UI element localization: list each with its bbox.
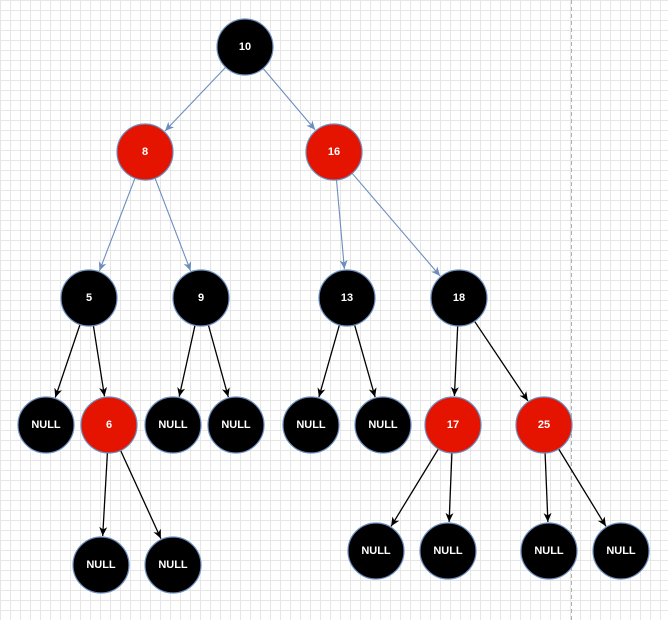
edge-n18-n17: [450, 325, 459, 397]
node-circle-null25l: [520, 522, 578, 580]
node-circle-n17: [424, 396, 482, 454]
node-circle-n6: [80, 396, 138, 454]
node-circle-null17r: [419, 522, 477, 580]
edge-n16-n13: [335, 179, 348, 270]
node-label-null13r: NULL: [368, 419, 398, 431]
node-n18: 18: [430, 269, 488, 327]
edge-n16-n18: [351, 172, 441, 277]
edge-n8-n9: [154, 177, 192, 272]
node-n13: 13: [318, 269, 376, 327]
node-label-n8: 8: [142, 146, 148, 158]
edge-n10-n16: [262, 68, 316, 131]
node-label-null5l: NULL: [31, 419, 61, 431]
node-label-null6l: NULL: [86, 559, 116, 571]
node-circle-null13r: [354, 396, 412, 454]
node-circle-n16: [305, 123, 363, 181]
node-circle-null9l: [144, 396, 202, 454]
node-null6l: NULL: [72, 536, 130, 594]
node-null5l: NULL: [17, 396, 75, 454]
node-label-n17: 17: [447, 419, 459, 431]
node-null9l: NULL: [144, 396, 202, 454]
node-circle-null6l: [72, 536, 130, 594]
edge-n8-n5: [98, 177, 136, 272]
edge-n25-null25r: [558, 448, 607, 527]
node-n25: 25: [515, 396, 573, 454]
node-label-n16: 16: [328, 146, 340, 158]
node-label-n13: 13: [341, 292, 353, 304]
node-circle-n13: [318, 269, 376, 327]
node-label-null17r: NULL: [433, 545, 463, 557]
edge-n5-null5l: [54, 324, 81, 398]
edge-n25-null25l: [543, 452, 552, 523]
node-null25l: NULL: [520, 522, 578, 580]
edge-n13-null13l: [317, 324, 341, 398]
node-n17: 17: [424, 396, 482, 454]
node-circle-n10: [216, 18, 274, 76]
node-label-null9l: NULL: [158, 419, 188, 431]
node-circle-null6r: [144, 536, 202, 594]
edge-n18-n25: [474, 320, 529, 402]
node-label-null25l: NULL: [534, 545, 564, 557]
edge-n5-n6: [92, 325, 108, 397]
node-label-null9r: NULL: [221, 419, 251, 431]
node-label-null25r: NULL: [606, 545, 636, 557]
node-label-n5: 5: [86, 292, 92, 304]
node-null25r: NULL: [592, 522, 650, 580]
node-label-null17l: NULL: [361, 545, 391, 557]
node-circle-null9r: [207, 396, 265, 454]
node-null17r: NULL: [419, 522, 477, 580]
edge-n6-null6l: [99, 452, 109, 537]
node-n16: 16: [305, 123, 363, 181]
node-circle-n5: [60, 269, 118, 327]
node-circle-n18: [430, 269, 488, 327]
edge-n10-n8: [164, 66, 227, 132]
node-n5: 5: [60, 269, 118, 327]
node-null6r: NULL: [144, 536, 202, 594]
node-circle-n25: [515, 396, 573, 454]
node-circle-n9: [172, 269, 230, 327]
node-n9: 9: [172, 269, 230, 327]
node-n6: 6: [80, 396, 138, 454]
edge-n13-null13r: [353, 324, 377, 398]
edge-n9-null9l: [177, 325, 196, 397]
node-null13r: NULL: [354, 396, 412, 454]
node-null17l: NULL: [347, 522, 405, 580]
node-circle-null5l: [17, 396, 75, 454]
edge-n6-null6r: [120, 450, 162, 539]
node-null13l: NULL: [282, 396, 340, 454]
node-label-n9: 9: [198, 292, 204, 304]
edge-n9-null9r: [207, 324, 230, 398]
node-circle-null25r: [592, 522, 650, 580]
edges-layer: [54, 66, 607, 539]
node-n8: 8: [116, 123, 174, 181]
edge-n17-null17l: [390, 448, 439, 527]
node-circle-null17l: [347, 522, 405, 580]
node-label-n10: 10: [239, 41, 251, 53]
node-label-null13l: NULL: [296, 419, 326, 431]
node-label-n25: 25: [538, 419, 550, 431]
edge-n17-null17r: [445, 452, 454, 523]
node-label-null6r: NULL: [158, 559, 188, 571]
node-null9r: NULL: [207, 396, 265, 454]
node-circle-null13l: [282, 396, 340, 454]
node-label-n18: 18: [453, 292, 465, 304]
node-circle-n8: [116, 123, 174, 181]
node-n10: 10: [216, 18, 274, 76]
node-label-n6: 6: [106, 419, 112, 431]
